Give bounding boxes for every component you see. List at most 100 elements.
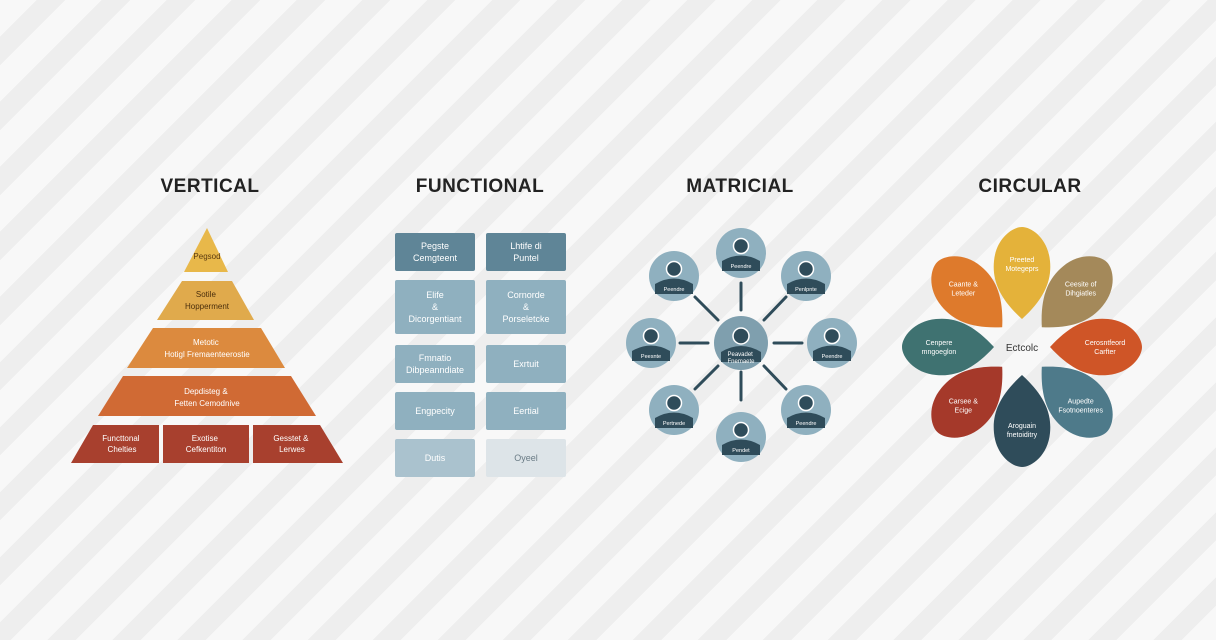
- pyramid-base-3-line-2: Lerwes: [279, 445, 305, 454]
- functional-box-8: Eertial: [486, 392, 566, 430]
- circular-petal-5-label: Aroguain fnetoiditry: [1007, 423, 1038, 439]
- circular-title: CIRCULAR: [978, 176, 1082, 197]
- circular-petal-4-line-1: Aupedte: [1068, 399, 1094, 406]
- functional-box-2: Lhtife di Puntel: [486, 233, 566, 271]
- circular-petal-1-line-2: Motegeprs: [1005, 266, 1039, 273]
- matricial-node-top-right-label: Penlpnte: [795, 287, 817, 293]
- pyramid-base-2-line-1: Exotise: [192, 434, 219, 443]
- functional-box-3: Elife & Dicorgentiant: [395, 280, 475, 334]
- matricial-node-top: Peendre: [716, 228, 766, 278]
- pyramid-base-1-line-2: Chelties: [108, 445, 137, 454]
- circular-petal-8-label: Caante & Leteder: [949, 281, 979, 297]
- pyramid-level-3-label: Metotic Hotigl Fremaenteerostie: [164, 338, 250, 359]
- matricial-node-bottom-right-label: Peendre: [796, 421, 817, 427]
- circular-petal-6-line-2: Ecige: [955, 408, 973, 415]
- matricial-center-node: Peavadet Fnemaete: [714, 316, 768, 370]
- matricial-node-bottom-right: Peendre: [781, 385, 831, 435]
- circular-petal-6-line-1: Carsee &: [949, 399, 979, 406]
- pyramid-base-1-label: Functtonal Chelties: [102, 434, 142, 454]
- matricial-node-bottom: Pendet: [716, 412, 766, 462]
- circular-petal-4-line-2: Fsotnoenteres: [1058, 408, 1103, 415]
- circular-petal-8-line-2: Leteder: [951, 290, 975, 297]
- vertical-pyramid: Pegsod Sotile Hopperment Metotic Hotigl …: [71, 228, 343, 463]
- pyramid-base-1: [71, 425, 159, 463]
- pyramid-level-4-line-2: Fetten Cemodnive: [174, 399, 240, 408]
- matricial-panel: MATRICIAL Peavadet Fnemaete: [590, 0, 890, 640]
- circular-petal-8-line-1: Caante &: [949, 281, 979, 288]
- circular-petal-1-line-1: Preeted: [1010, 257, 1035, 264]
- connector-top-right: [762, 295, 788, 322]
- pyramid-level-1-label: Pegsod: [193, 252, 220, 261]
- matricial-node-top-label: Peendre: [731, 264, 752, 270]
- circular-petal-6: [931, 366, 1003, 438]
- matricial-node-left-label: Peesnte: [641, 354, 661, 360]
- vertical-title: VERTICAL: [160, 176, 260, 197]
- circular-petal-4: [1041, 366, 1113, 438]
- matricial-network: Peavadet Fnemaete Peendre Penlpnte Peend…: [626, 228, 857, 462]
- circular-petal-7: [902, 318, 994, 376]
- circular-petal-2-line-1: Ceesite of: [1065, 281, 1097, 288]
- matricial-node-bottom-left: Pertnede: [649, 385, 699, 435]
- pyramid-base-2: [163, 425, 249, 463]
- matricial-node-top-left-label: Peendre: [664, 287, 685, 293]
- pyramid-base-3-line-1: Gesstet &: [273, 434, 309, 443]
- circular-petal-3: [1050, 318, 1142, 376]
- circular-petal-6-label: Carsee & Ecige: [949, 399, 979, 415]
- connector-bottom-right: [762, 364, 788, 391]
- matricial-center-label: Peavadet Fnemaete: [727, 352, 755, 365]
- circular-petal-8: [931, 256, 1003, 328]
- connector-bottom-left: [693, 364, 720, 391]
- connector-top-left: [693, 295, 720, 322]
- circular-petal-3-line-2: Carfter: [1094, 349, 1116, 356]
- pyramid-base-2-label: Exotise Cefkentiton: [186, 434, 226, 454]
- circular-petal-5-line-2: fnetoiditry: [1007, 432, 1038, 439]
- circular-center-label: Ectcolc: [1006, 343, 1038, 354]
- circular-petal-5: [993, 375, 1051, 467]
- matricial-node-left: Peesnte: [626, 318, 676, 368]
- functional-panel: FUNCTIONAL Pegste Cemgteent Lhtife di Pu…: [330, 0, 630, 640]
- functional-box-9: Dutis: [395, 439, 475, 477]
- matricial-node-bottom-left-label: Pertnede: [663, 421, 685, 427]
- pyramid-level-2-line-1: Sotile: [196, 290, 217, 299]
- matricial-node-bottom-label: Pendet: [732, 448, 750, 454]
- pyramid-base-1-line-1: Functtonal: [102, 434, 140, 443]
- pyramid-level-2-label: Sotile Hopperment: [185, 290, 230, 311]
- circular-petal-2-label: Ceesite of Dihgiatles: [1065, 281, 1097, 297]
- matricial-node-top-left: Peendre: [649, 251, 699, 301]
- pyramid-base-3: [253, 425, 343, 463]
- functional-box-7: Engpecity: [395, 392, 475, 430]
- circular-petal-1: [993, 227, 1051, 319]
- functional-box-4: Cornorde & Porseletcke: [486, 280, 566, 334]
- functional-box-5: Fmnatio Dibpeanndiate: [395, 345, 475, 383]
- pyramid-base-2-line-2: Cefkentiton: [186, 445, 226, 454]
- pyramid-level-4-line-1: Depdisteg &: [184, 387, 228, 396]
- matricial-node-right: Peendre: [807, 318, 857, 368]
- pyramid-level-4: [98, 376, 316, 416]
- circular-petal-2-line-2: Dihgiatles: [1065, 290, 1096, 297]
- matricial-title: MATRICIAL: [686, 176, 794, 197]
- circular-petal-7-line-2: mngoeglon: [922, 349, 957, 356]
- matricial-node-right-label: Peendre: [822, 354, 843, 360]
- functional-box-6: Exrtuit: [486, 345, 566, 383]
- vertical-panel: VERTICAL Pegsod Sotile Hopperment Metoti…: [60, 0, 360, 640]
- circular-petal-5-line-1: Aroguain: [1008, 423, 1036, 430]
- pyramid-level-3-line-2: Hotigl Fremaenteerostie: [164, 350, 250, 359]
- pyramid-level-1-line-1: Pegsod: [193, 252, 220, 261]
- pyramid-level-1: [184, 228, 228, 272]
- pyramid-level-3-line-1: Metotic: [193, 338, 219, 347]
- matricial-center-line-2: Fnemaete: [727, 359, 755, 365]
- matricial-center-line-1: Peavadet: [727, 352, 753, 358]
- functional-box-1: Pegste Cemgteent: [395, 233, 475, 271]
- circular-petal-2: [1041, 256, 1113, 328]
- pyramid-level-2-line-2: Hopperment: [185, 302, 230, 311]
- pyramid-base-3-label: Gesstet & Lerwes: [273, 434, 310, 454]
- matricial-node-top-right: Penlpnte: [781, 251, 831, 301]
- pyramid-level-2: [157, 281, 254, 320]
